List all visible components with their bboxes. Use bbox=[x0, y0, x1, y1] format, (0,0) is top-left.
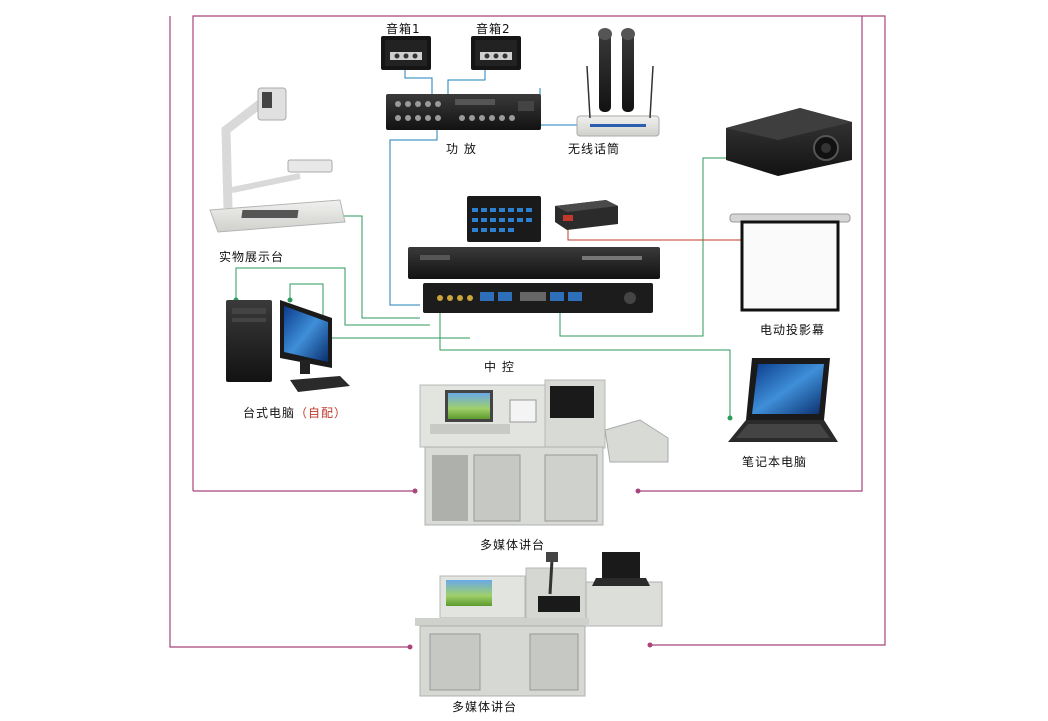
laptop-icon bbox=[728, 358, 838, 442]
central-control-icon bbox=[408, 247, 660, 313]
amplifier-label: 功 放 bbox=[446, 142, 477, 156]
speaker-1-label: 音箱1 bbox=[386, 22, 421, 36]
speaker-2-label: 音箱2 bbox=[476, 22, 511, 36]
desktop-pc-label: 台式电脑（自配） bbox=[243, 404, 347, 421]
desktop-pc-name: 台式电脑 bbox=[243, 406, 296, 420]
control-panel-icon bbox=[467, 196, 541, 242]
wireless-mic-label: 无线话筒 bbox=[568, 142, 621, 156]
projector-icon bbox=[726, 108, 852, 176]
podium-1-icon bbox=[419, 379, 669, 526]
laptop-label: 笔记本电脑 bbox=[742, 455, 808, 469]
podium-1-label: 多媒体讲台 bbox=[480, 538, 546, 552]
speaker-2-icon bbox=[471, 36, 521, 70]
desktop-pc-note: （自配） bbox=[295, 406, 348, 420]
document-camera-icon bbox=[209, 87, 346, 233]
relay-box-icon bbox=[555, 200, 618, 230]
microphone-icon bbox=[576, 28, 660, 137]
podium-2-label: 多媒体讲台 bbox=[452, 700, 518, 714]
projector-screen-label: 电动投影幕 bbox=[760, 323, 826, 337]
speaker-1-icon bbox=[381, 36, 431, 70]
power-dots bbox=[407, 488, 653, 650]
power-lines bbox=[169, 15, 886, 648]
desktop-pc-icon bbox=[226, 300, 350, 392]
central-control-label: 中 控 bbox=[484, 360, 515, 374]
podium-2-icon bbox=[415, 552, 663, 697]
screen-icon bbox=[729, 213, 851, 312]
document-camera-label: 实物展示台 bbox=[219, 250, 285, 264]
amplifier-icon bbox=[386, 94, 541, 130]
